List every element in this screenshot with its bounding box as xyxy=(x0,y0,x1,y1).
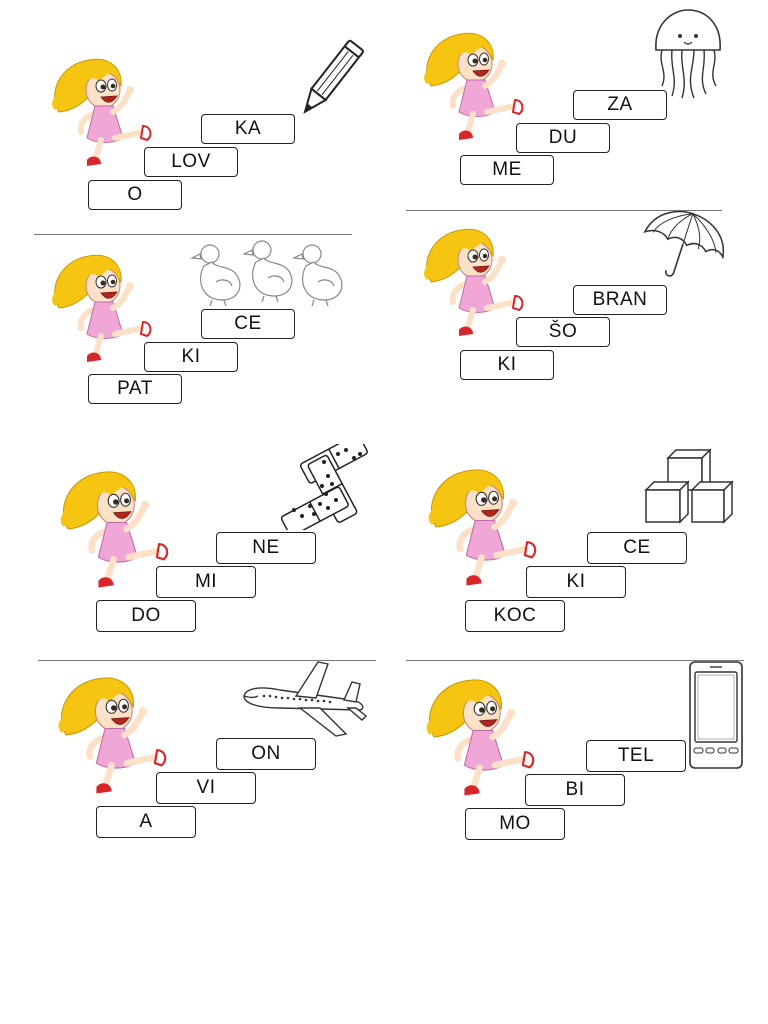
ducklings-icon xyxy=(190,240,343,307)
syllable-box: TEL xyxy=(586,740,686,772)
syllable-box: VI xyxy=(156,772,256,804)
syllable-box: ME xyxy=(460,155,554,185)
syllable-box: PAT xyxy=(88,374,182,404)
pencil-icon xyxy=(303,39,364,114)
jellyfish-icon xyxy=(655,9,721,99)
syllable-box: DO xyxy=(96,600,196,632)
syllable-box: ŠO xyxy=(516,317,610,347)
syllable-box: O xyxy=(88,180,182,210)
cubes-icon xyxy=(644,448,734,524)
syllable-box: MO xyxy=(465,808,565,840)
syllable-box: BRAN xyxy=(573,285,667,315)
syllable-box: ON xyxy=(216,738,316,770)
airplane-icon xyxy=(243,661,368,737)
divider-line xyxy=(38,660,376,661)
syllable-box: LOV xyxy=(144,147,238,177)
syllable-box: DU xyxy=(516,123,610,153)
syllable-box: ZA xyxy=(573,90,667,120)
syllable-box: KI xyxy=(460,350,554,380)
syllable-box: BI xyxy=(525,774,625,806)
syllable-box: A xyxy=(96,806,196,838)
syllable-box: KI xyxy=(526,566,626,598)
umbrella-icon xyxy=(643,210,724,277)
syllable-box: KA xyxy=(201,114,295,144)
syllable-box: MI xyxy=(156,566,256,598)
syllable-box: CE xyxy=(587,532,687,564)
dominoes-icon xyxy=(280,444,368,530)
divider-line xyxy=(406,210,722,211)
syllable-box: KI xyxy=(144,342,238,372)
mobile-phone-icon xyxy=(689,661,743,769)
divider-line xyxy=(34,234,352,235)
syllable-box: NE xyxy=(216,532,316,564)
divider-line xyxy=(406,660,744,661)
syllable-box: KOC xyxy=(465,600,565,632)
syllable-box: CE xyxy=(201,309,295,339)
